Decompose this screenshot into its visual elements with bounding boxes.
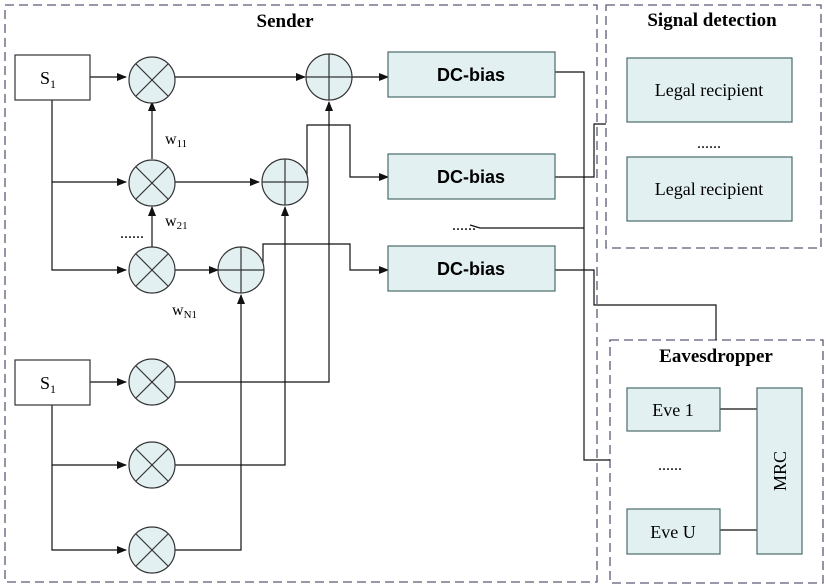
eve-u-label: Eve U [650, 522, 695, 542]
sender-dots-left: ...... [120, 225, 144, 242]
sender-connections [51, 73, 389, 554]
dc-bias-box-3 [387, 245, 556, 292]
eve-mrc-connections [720, 408, 757, 531]
multiplier-6 [128, 526, 176, 574]
mrc-label: MRC [770, 451, 790, 491]
source-label-2: S1 [40, 373, 56, 396]
weight-wn1: wN1 [172, 302, 197, 321]
adder-3 [217, 246, 265, 294]
eve-1-label: Eve 1 [652, 400, 693, 420]
legal-recipient-box-2 [626, 156, 793, 222]
adder-1 [305, 53, 353, 101]
dc-bias-label-3: DC-bias [437, 259, 505, 279]
multiplier-5 [128, 441, 176, 489]
weight-w21: w21 [165, 213, 188, 232]
sender-group [4, 4, 598, 583]
dc-bias-label-2: DC-bias [437, 167, 505, 187]
source-box-1 [14, 54, 91, 101]
signal-detection-title: Signal detection [647, 10, 777, 31]
adder-2 [261, 158, 309, 206]
signal-detection-dots: ...... [697, 135, 721, 152]
multiplier-3 [128, 246, 176, 294]
multiplier-4 [128, 358, 176, 406]
eavesdropper-title: Eavesdropper [659, 346, 773, 367]
legal-recipient-label-1: Legal recipient [655, 80, 763, 100]
signal-detection-group [605, 4, 822, 249]
multiplier-1 [128, 56, 176, 104]
dc-bias-label-1: DC-bias [437, 65, 505, 85]
source-label-1: S1 [40, 68, 56, 91]
output-connections [469, 71, 717, 461]
dc-bias-box-2 [387, 153, 556, 200]
weight-w11: w11 [165, 131, 187, 150]
legal-recipient-label-2: Legal recipient [655, 179, 763, 199]
eavesdropper-dots: ...... [658, 457, 682, 474]
mrc-box [756, 387, 803, 555]
multiplier-2 [128, 159, 176, 207]
eve-u-box [626, 508, 721, 555]
legal-recipient-box-1 [626, 57, 793, 123]
eve-1-box [626, 387, 721, 432]
sender-title: Sender [257, 11, 315, 32]
sender-dots-right: ...... [452, 217, 476, 234]
source-box-2 [14, 359, 91, 406]
dc-bias-box-1 [387, 51, 556, 98]
